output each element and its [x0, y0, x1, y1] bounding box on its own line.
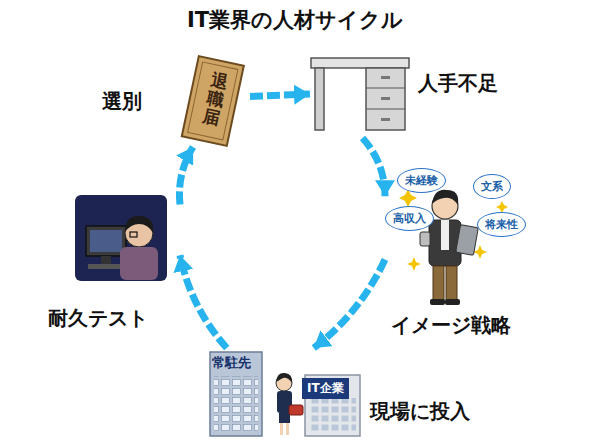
- stage-deploy: 現場に投入 常駐先 IT企業: [205, 348, 477, 438]
- cycle-arrow: [314, 260, 385, 348]
- client-building: [210, 352, 262, 436]
- keyword-bubble: 将来性: [477, 212, 526, 237]
- client-site-sign: 常駐先: [210, 352, 253, 374]
- keyword-bubble: 未経験: [397, 168, 446, 193]
- stage-label: 耐久テスト: [48, 305, 148, 332]
- cycle-arrow: [363, 138, 386, 196]
- company-sign: IT企業: [302, 378, 349, 399]
- stage-select: 選別 退職届: [60, 55, 250, 147]
- node-text: 高収入: [393, 211, 426, 226]
- stage-label: 選別: [102, 88, 142, 115]
- diagram-title: IT業界の人材サイクル: [0, 6, 590, 34]
- cycle-arrow: [179, 147, 193, 205]
- stage-label: 現場に投入: [370, 398, 470, 425]
- stage-label: イメージ戦略: [391, 312, 511, 339]
- stage-label: 人手不足: [418, 70, 498, 97]
- resignation-envelope: [182, 56, 244, 146]
- keyword-bubble: 高収入: [385, 206, 434, 231]
- node-text: 常駐先: [212, 354, 251, 372]
- node-text: IT企業: [307, 380, 344, 397]
- cycle-arrow: [250, 94, 310, 96]
- cycle-arrow: [180, 255, 227, 348]
- overworked-figure: [75, 195, 167, 281]
- node-text: 将来性: [485, 217, 518, 232]
- stage-endurance: 耐久テスト: [40, 190, 180, 335]
- keyword-bubble: 文系: [473, 174, 511, 199]
- stage-shortage: 人手不足: [310, 50, 520, 138]
- stage-image: イメージ戦略 未経験 文系高収入 将来性: [385, 160, 545, 341]
- envelope-text: 退職届: [201, 70, 229, 128]
- empty-desk: [311, 58, 409, 130]
- new-employee-figure: [276, 373, 303, 435]
- node-text: 未経験: [405, 173, 438, 188]
- it-company-building: [305, 375, 360, 436]
- node-text: 文系: [481, 179, 503, 194]
